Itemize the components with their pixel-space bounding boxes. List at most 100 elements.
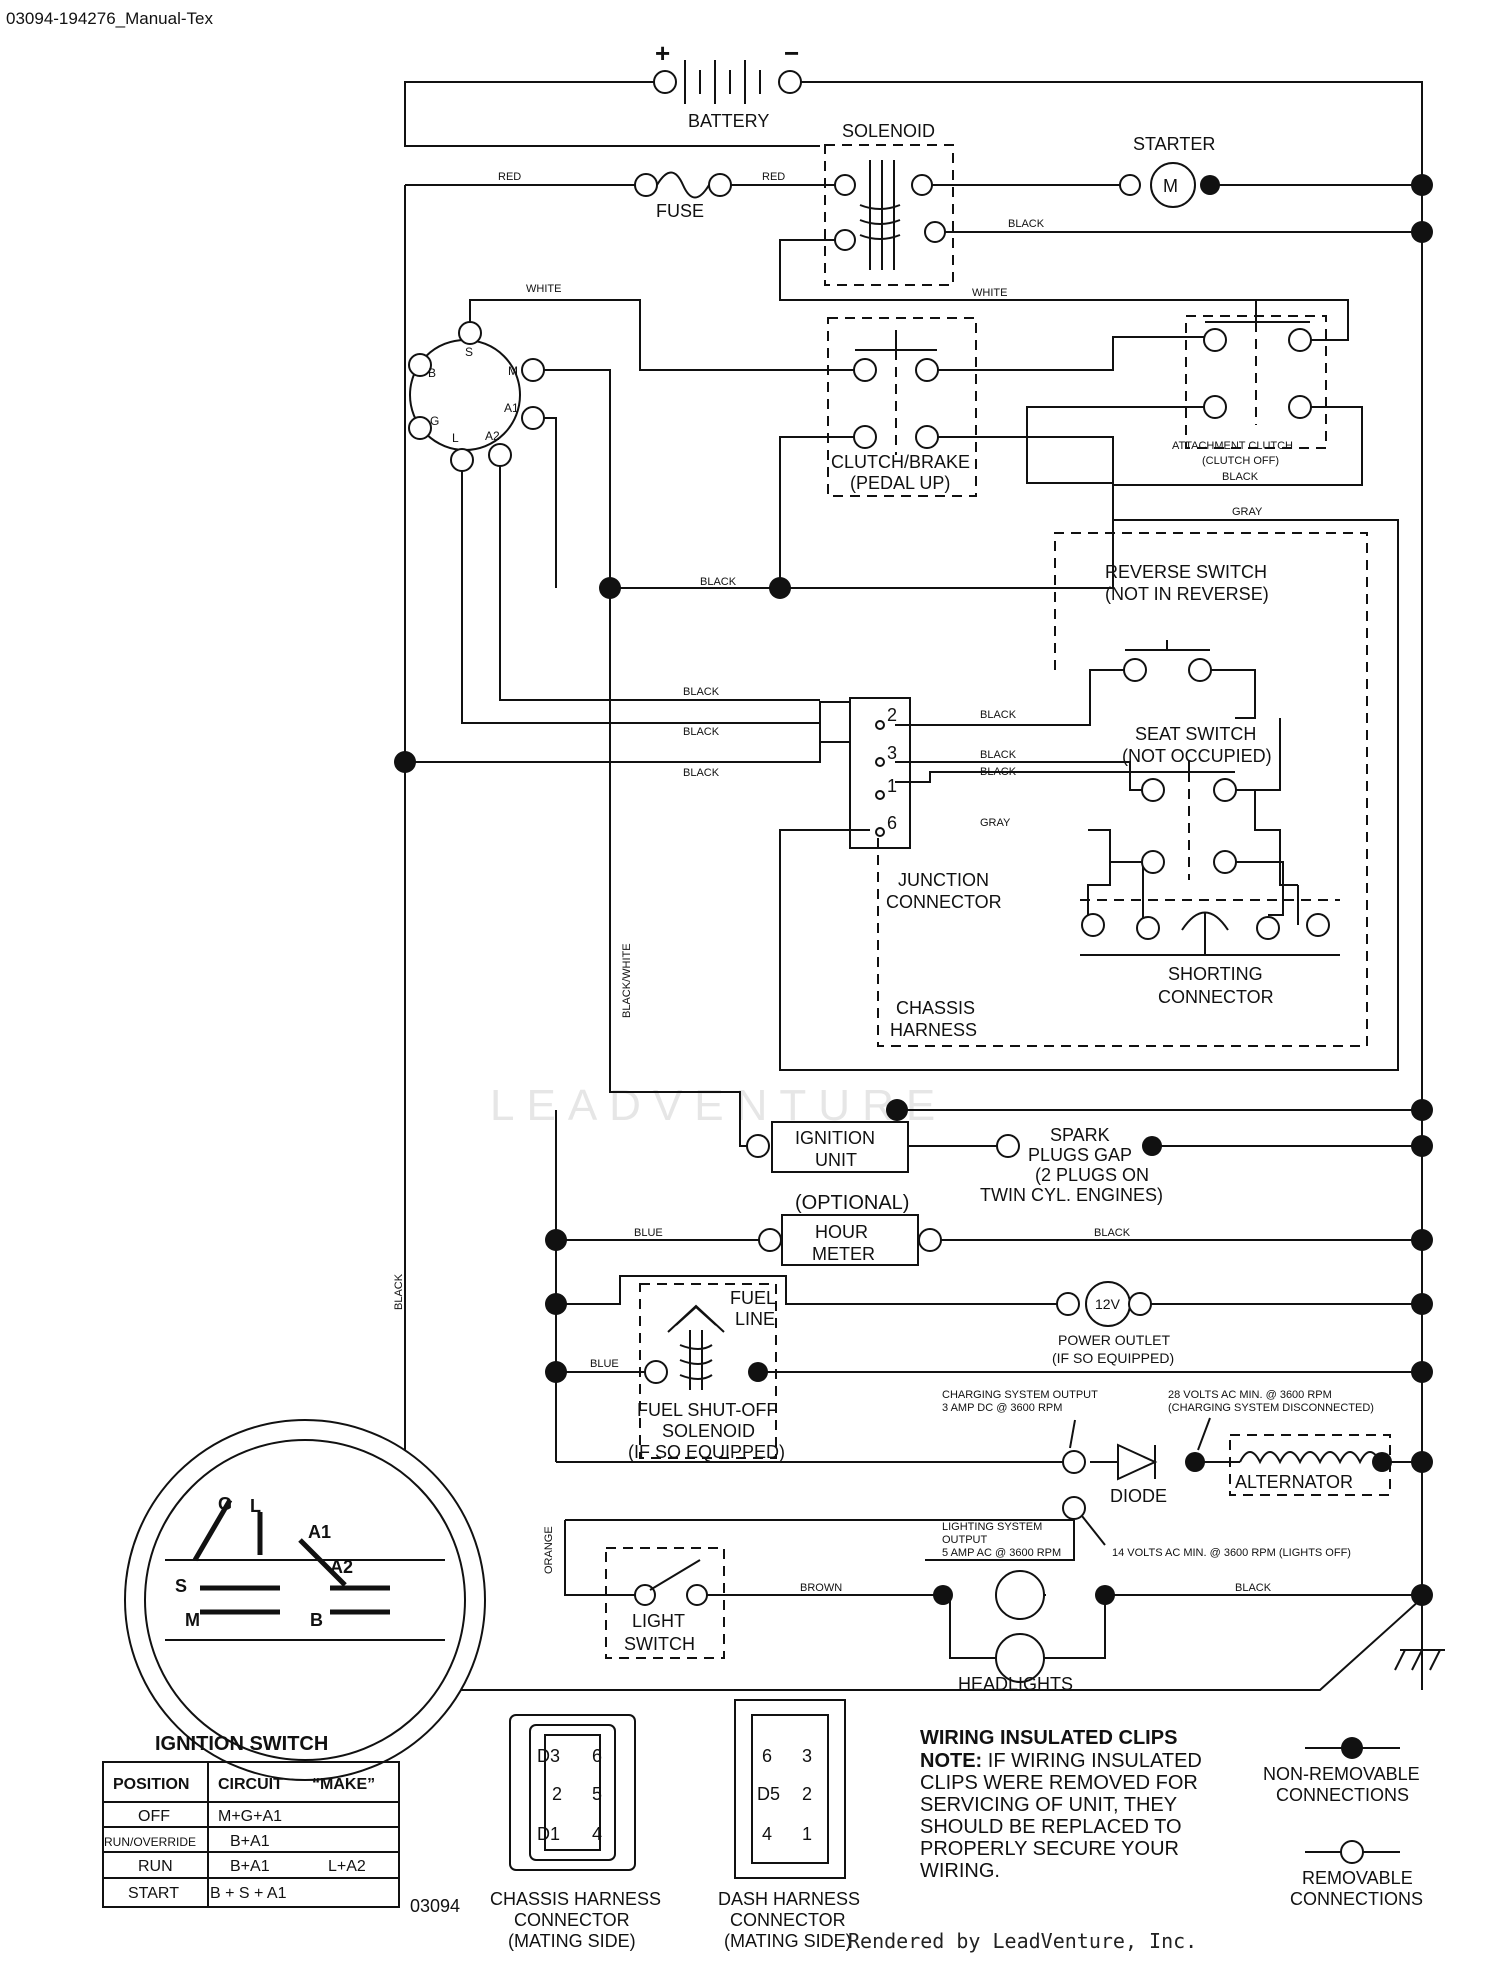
chassis-conn-label-2: CONNECTOR <box>514 1910 630 1930</box>
note-line-1: NOTE: IF WIRING INSULATED <box>920 1750 1202 1772</box>
chassis-conn-label-3: (MATING SIDE) <box>508 1931 636 1951</box>
junction-connector: 2 3 1 6 JUNCTION CONNECTOR <box>849 697 1002 912</box>
shorting-label-2: CONNECTOR <box>1158 987 1274 1007</box>
chassis-harness-connector: D3 6 2 5 D1 4 CHASSIS HARNESS CONNECTOR … <box>490 1714 661 1951</box>
wire-black-4: BLACK <box>683 726 720 738</box>
legend-removable-dot <box>1340 1840 1364 1864</box>
table-header-make: “MAKE” <box>312 1776 375 1793</box>
solenoid-label: SOLENOID <box>842 121 935 141</box>
starter: M STARTER <box>1119 134 1220 208</box>
fuse-label: FUSE <box>656 201 704 221</box>
note-line-6: WIRING. <box>920 1860 1000 1882</box>
spark-label-3: (2 PLUGS ON <box>1035 1165 1149 1185</box>
power-outlet-label-2: (IF SO EQUIPPED) <box>1052 1350 1174 1366</box>
junction-pin-1: 1 <box>887 776 897 796</box>
footer-credit: Rendered by LeadVenture, Inc. <box>848 1929 1197 1953</box>
starter-label: STARTER <box>1133 134 1215 154</box>
lighting-label-1: LIGHTING SYSTEM <box>942 1521 1042 1533</box>
diode-label: DIODE <box>1110 1486 1167 1506</box>
wire-white-2: WHITE <box>972 287 1007 299</box>
hour-meter-optional: (OPTIONAL) <box>795 1192 909 1214</box>
wire-black-3: BLACK <box>683 686 720 698</box>
ign-term-S: S <box>465 345 473 359</box>
light-switch-label-1: LIGHT <box>632 1611 685 1631</box>
chassis-harness-label-1: CHASSIS <box>896 998 975 1018</box>
wire-gray-1: GRAY <box>1232 506 1263 518</box>
volts14-label: 14 VOLTS AC MIN. @ 3600 RPM (LIGHTS OFF) <box>1112 1547 1351 1559</box>
ignition-unit-label-2: UNIT <box>815 1150 857 1170</box>
charging-label-2: 3 AMP DC @ 3600 RPM <box>942 1402 1062 1414</box>
fuel-line-label-1: FUEL <box>730 1288 776 1308</box>
dash-harness-connector: 6 3 D5 2 4 1 DASH HARNESS CONNECTOR (MAT… <box>718 1699 860 1951</box>
table-row-2-position: RUN <box>138 1858 173 1875</box>
chassis-pin-2: 2 <box>552 1784 562 1804</box>
charging-system: CHARGING SYSTEM OUTPUT 3 AMP DC @ 3600 R… <box>942 1389 1392 1559</box>
wire-black-white: BLACK/WHITE <box>621 943 633 1018</box>
wire-black-attach: BLACK <box>1222 471 1259 483</box>
ign-illus-A2: A2 <box>330 1557 353 1577</box>
dash-pin-2: 2 <box>802 1784 812 1804</box>
dash-pin-4: 4 <box>762 1824 772 1844</box>
chassis-harness-label-2: HARNESS <box>890 1020 977 1040</box>
note-title: WIRING INSULATED CLIPS <box>920 1727 1177 1749</box>
ign-term-A2: A2 <box>485 429 500 443</box>
spark-label-4: TWIN CYL. ENGINES) <box>980 1185 1163 1205</box>
lighting-label-2: OUTPUT <box>942 1534 988 1546</box>
clutch-brake-switch: CLUTCH/BRAKE (PEDAL UP) <box>831 330 970 493</box>
ign-term-M: M <box>508 364 518 378</box>
ignition-unit-label-1: IGNITION <box>795 1128 875 1148</box>
battery-minus: − <box>784 38 799 68</box>
hour-meter-label-1: HOUR <box>815 1222 868 1242</box>
legend-removable-2: CONNECTIONS <box>1290 1889 1423 1909</box>
table-row-1-position: RUN/OVERRIDE <box>104 1835 196 1849</box>
dashed-enclosures <box>605 144 1391 1659</box>
light-switch-label-2: SWITCH <box>624 1634 695 1654</box>
table-row-3-circuit: B + S + A1 <box>210 1885 287 1902</box>
dash-pin-1: 1 <box>802 1824 812 1844</box>
ign-illus-L: L <box>250 1496 261 1516</box>
power-outlet: 12V POWER OUTLET (IF SO EQUIPPED) <box>1052 1281 1174 1366</box>
junction-pin-6: 6 <box>887 813 897 833</box>
chassis-pin-D1: D1 <box>537 1824 560 1844</box>
junction-label-2: CONNECTOR <box>886 892 1002 912</box>
wire-paths <box>404 81 1423 1691</box>
fuel-solenoid-label-3: (IF SO EQUIPPED) <box>628 1442 785 1462</box>
shorting-label-1: SHORTING <box>1168 964 1263 984</box>
wire-red-1: RED <box>498 171 521 183</box>
figure-number: 03094 <box>410 1896 460 1916</box>
wire-black-lights: BLACK <box>1235 1582 1272 1594</box>
power-outlet-symbol: 12V <box>1095 1296 1121 1312</box>
document-id: 03094-194276_Manual-Tex <box>6 9 213 28</box>
junction-pin-3: 3 <box>887 743 897 763</box>
lighting-label-3: 5 AMP AC @ 3600 RPM <box>942 1547 1061 1559</box>
ignition-switch-table: POSITION CIRCUIT “MAKE” OFF M+G+A1 RUN/O… <box>102 1761 400 1908</box>
connection-legend: NON-REMOVABLE CONNECTIONS REMOVABLE CONN… <box>1263 1737 1423 1909</box>
fuel-line-label-2: LINE <box>735 1309 775 1329</box>
dash-conn-label-1: DASH HARNESS <box>718 1889 860 1909</box>
clutch-brake-label-1: CLUTCH/BRAKE <box>831 452 970 472</box>
seat-switch: SEAT SWITCH (NOT OCCUPIED) <box>1122 724 1272 880</box>
volts28-label-1: 28 VOLTS AC MIN. @ 3600 RPM <box>1168 1389 1332 1401</box>
table-row-2-circuit: B+A1 <box>230 1858 270 1875</box>
charging-label-1: CHARGING SYSTEM OUTPUT <box>942 1389 1098 1401</box>
battery-label: BATTERY <box>688 111 769 131</box>
chassis-pin-4: 4 <box>592 1824 602 1844</box>
ignition-switch-title: IGNITION SWITCH <box>155 1733 328 1755</box>
fuel-shutoff-solenoid: FUEL LINE FUEL SHUT-OFF SOLENOID (IF SO … <box>628 1288 785 1462</box>
legend-removable-1: REMOVABLE <box>1302 1868 1413 1888</box>
chassis-pin-6: 6 <box>592 1746 602 1766</box>
wire-orange: ORANGE <box>543 1526 555 1574</box>
alternator-label: ALTERNATOR <box>1235 1472 1353 1492</box>
headlights: HEADLIGHTS <box>933 1570 1115 1694</box>
headlights-label: HEADLIGHTS <box>958 1674 1073 1694</box>
table-row-0-position: OFF <box>138 1808 170 1825</box>
legend-nonremovable-1: NON-REMOVABLE <box>1263 1764 1420 1784</box>
wire-black-hour: BLACK <box>1094 1227 1131 1239</box>
seat-label-1: SEAT SWITCH <box>1135 724 1256 744</box>
wiring-note: WIRING INSULATED CLIPS NOTE: IF WIRING I… <box>920 1727 1202 1882</box>
reverse-label-2: (NOT IN REVERSE) <box>1105 584 1269 604</box>
volts28-label-2: (CHARGING SYSTEM DISCONNECTED) <box>1168 1402 1374 1414</box>
note-line-1-text: IF WIRING INSULATED <box>982 1750 1202 1772</box>
wire-black-7: BLACK <box>980 749 1017 761</box>
